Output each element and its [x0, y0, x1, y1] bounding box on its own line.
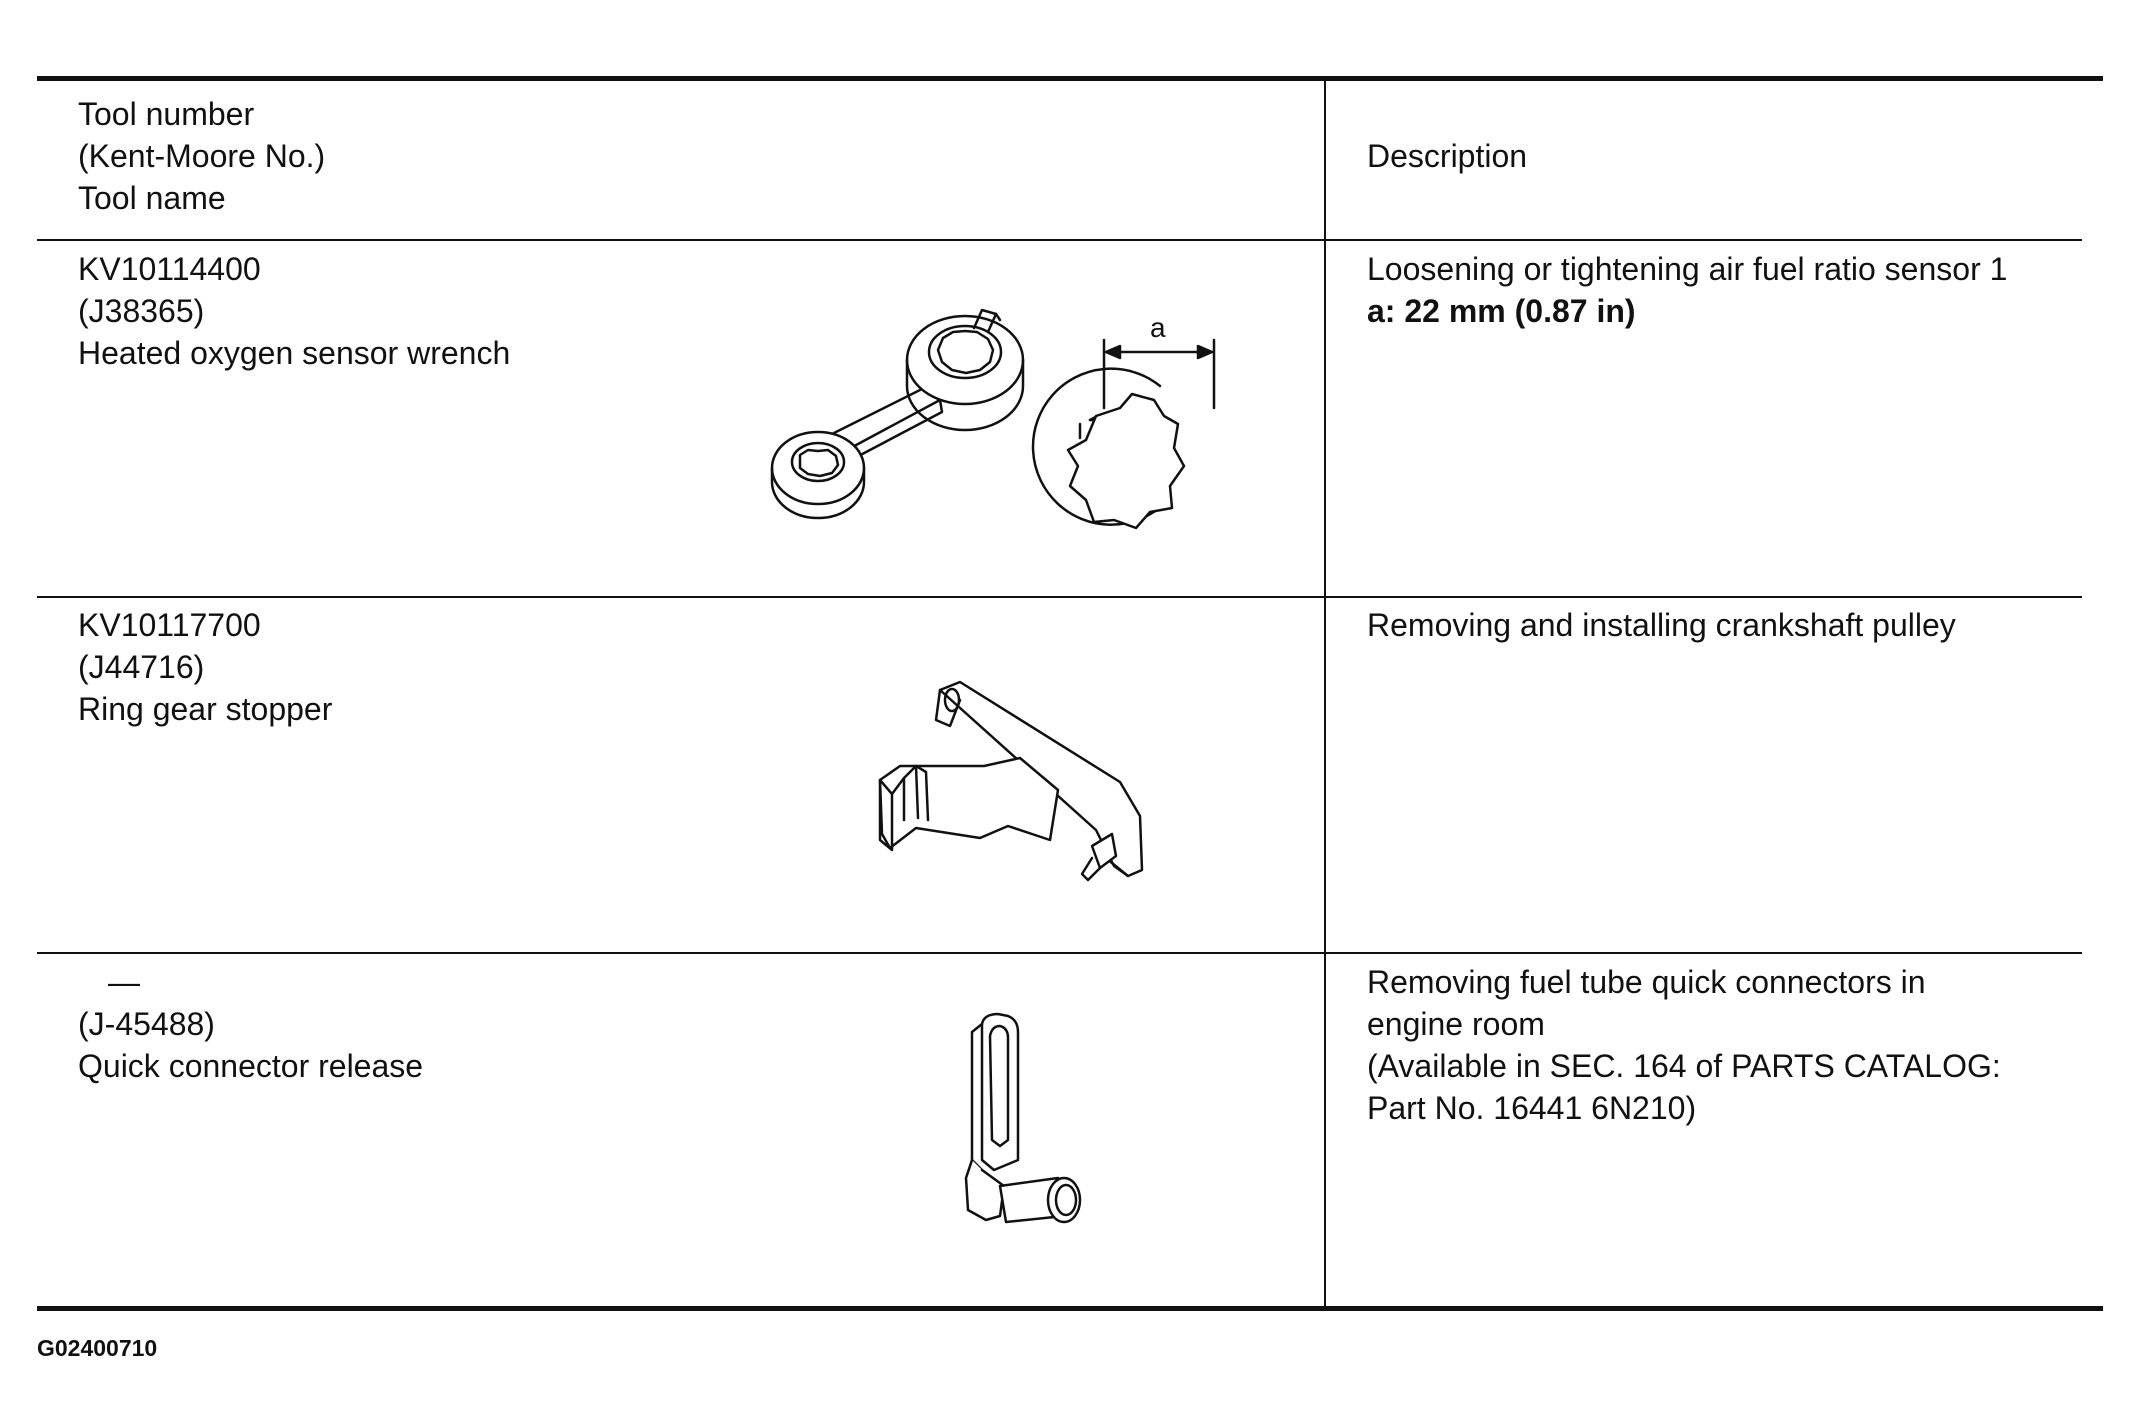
table-row: KV10114400 (J38365) Heated oxygen sensor…: [78, 248, 510, 374]
kent-moore-number: (J38365): [78, 293, 205, 329]
quick-connector-release-illustration: [960, 1010, 1110, 1240]
header-kent-moore: (Kent-Moore No.): [78, 138, 326, 174]
table-row: KV10117700 (J44716) Ring gear stopper: [78, 604, 332, 730]
kent-moore-number: (J44716): [78, 649, 205, 685]
header-tool-number: Tool number: [78, 96, 255, 132]
tool-description: Loosening or tightening air fuel ratio s…: [1367, 248, 2007, 332]
tool-name: Ring gear stopper: [78, 691, 333, 727]
figure-code: G02400710: [37, 1335, 158, 1361]
header-tool-column: Tool number (Kent-Moore No.) Tool name: [78, 93, 325, 219]
table-row: — (J-45488) Quick connector release: [78, 961, 423, 1087]
header-tool-name: Tool name: [78, 180, 226, 216]
description-line: engine room: [1367, 1006, 1545, 1042]
kent-moore-number: (J-45488): [78, 1006, 215, 1042]
tool-name: Heated oxygen sensor wrench: [78, 335, 511, 371]
header-separator: [37, 239, 2082, 241]
tool-number: KV10117700: [78, 607, 261, 643]
row-separator: [37, 596, 2082, 598]
tool-number: —: [108, 964, 140, 1000]
tool-description: Removing fuel tube quick connectors in e…: [1367, 961, 2001, 1129]
table-bottom-border: [37, 1306, 2103, 1311]
description-line: (Available in SEC. 164 of PARTS CATALOG:: [1367, 1048, 2001, 1084]
row-separator: [37, 952, 2082, 954]
header-description: Description: [1367, 138, 1528, 174]
header-description-column: Description: [1367, 135, 1527, 177]
description-line: Removing and installing crankshaft pulle…: [1367, 607, 1956, 643]
tool-number: KV10114400: [78, 251, 261, 287]
description-line: Loosening or tightening air fuel ratio s…: [1367, 251, 2008, 287]
tool-name: Quick connector release: [78, 1048, 424, 1084]
table-top-border: [37, 76, 2103, 81]
oxygen-sensor-wrench-illustration: a: [760, 290, 1240, 550]
ring-gear-stopper-illustration: [860, 670, 1180, 910]
dimension-label: a: [1150, 312, 1166, 343]
tool-description: Removing and installing crankshaft pulle…: [1367, 604, 1956, 646]
column-divider: [1324, 81, 1326, 1306]
description-line: Removing fuel tube quick connectors in: [1367, 964, 1926, 1000]
tool-spec: a: 22 mm (0.87 in): [1367, 293, 1636, 329]
description-line: Part No. 16441 6N210): [1367, 1090, 1697, 1126]
